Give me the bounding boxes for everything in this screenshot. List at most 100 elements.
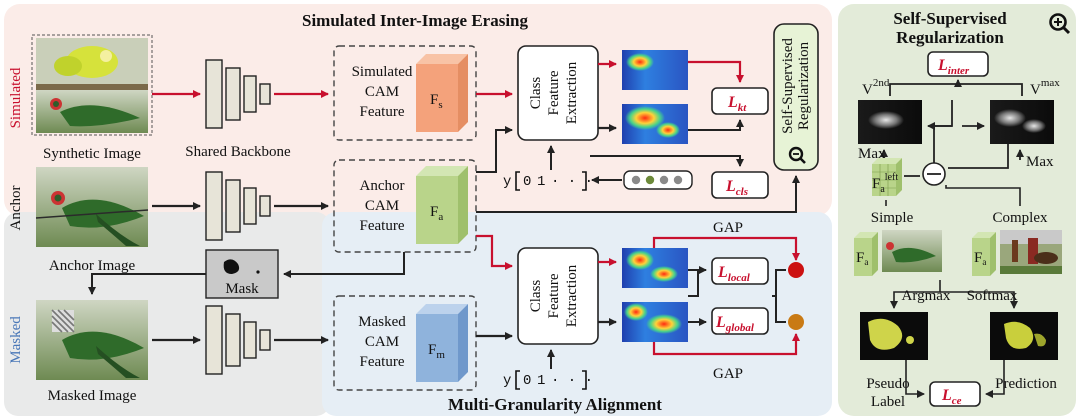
simulated-feature-line2: CAM: [365, 84, 399, 100]
label-seq-top: y 0 1 · · ·: [503, 171, 593, 191]
simulated-feature-cube: [416, 54, 468, 132]
pseudo-label-map: [860, 312, 928, 360]
cfe-top-line2: Feature: [546, 70, 562, 115]
fs-symbol: Fs: [430, 92, 443, 111]
gap-path-bottom: [652, 333, 800, 356]
vmax-label: Vmax: [1030, 77, 1060, 98]
arrow-anchorfeat-to-mask: [283, 252, 405, 278]
ssr-line1: Self-Supervised: [780, 38, 796, 134]
cfe-box-top: [517, 45, 599, 141]
arrow-mask-to-masked-image: [88, 273, 206, 295]
arrow-pred-to-ce: [985, 360, 1005, 398]
svg-text:1: 1: [537, 174, 545, 190]
arrow-pseudo-to-ce: [905, 360, 925, 398]
label-seq-bottom: y 0 1 · · ·: [503, 370, 593, 390]
ssr-line2: Regularization: [796, 41, 812, 130]
svg-text:0: 0: [523, 174, 531, 190]
simulated-feature-line1: Simulated: [352, 64, 413, 80]
cfe-box-bottom: [517, 247, 599, 345]
masked-feature-line1: Masked: [358, 314, 406, 330]
loss-cls: Lcls: [725, 178, 748, 198]
arrow-vmax-to-sub: [948, 144, 1009, 169]
ssr-zoom-icon: [788, 146, 806, 164]
loss-local: Llocal: [717, 264, 751, 284]
pseudo-label-line1: Pseudo: [866, 376, 909, 392]
argmax-label: Argmax: [902, 288, 951, 304]
heatmap-top-1: [622, 50, 688, 90]
mask-box: [205, 249, 279, 299]
top-title: Simulated Inter-Image Erasing: [302, 11, 529, 30]
loss-global: Lglobal: [715, 314, 755, 334]
arrow-anchorfeat-to-ssr: [476, 175, 800, 213]
v2nd-label: V2nd: [862, 77, 890, 98]
mask-label: Mask: [225, 281, 259, 297]
synthetic-image-label: Synthetic Image: [43, 146, 141, 162]
pseudo-label-line2: Label: [871, 394, 905, 410]
fa-cube-complex: [972, 232, 996, 276]
arrow-anchorfeat-to-cfe-bottom: [476, 234, 513, 270]
simulated-feature-line3: Feature: [360, 104, 405, 120]
arrow-heat2-to-kt: [688, 119, 744, 131]
arrow-argmax: [890, 280, 941, 309]
loss-global-box: [711, 307, 769, 335]
zoom-in-icon: [1049, 13, 1071, 35]
arrow-complex-up: [945, 185, 1021, 206]
fm-symbol: Fm: [428, 342, 445, 361]
svg-text:1: 1: [537, 373, 545, 389]
masked-feature-cube: [416, 304, 468, 382]
row-label-masked: Masked: [8, 316, 24, 364]
simple-image: [882, 230, 942, 272]
loss-kt-box: [711, 87, 769, 115]
cfe-bottom-line2: Feature: [546, 273, 562, 318]
complex-label: Complex: [993, 210, 1048, 226]
prediction-map: [990, 312, 1058, 360]
masked-image: [36, 300, 148, 380]
loss-cls-box: [711, 171, 769, 199]
arrow-anchorfeat-to-cfe-top: [476, 126, 513, 173]
arrow-heats-to-local: [688, 269, 699, 297]
shared-backbone-label: Shared Backbone: [185, 144, 291, 160]
max-right-label: Max: [1026, 154, 1054, 170]
svg-text:· · ·: · · ·: [551, 174, 593, 190]
masked-feature-line3: Feature: [360, 354, 405, 370]
max-left-label: Max: [858, 146, 886, 162]
loss-local-box: [711, 257, 769, 285]
prediction-label: Prediction: [995, 376, 1057, 392]
anchor-feature-line1: Anchor: [360, 178, 405, 194]
gap-dot-orange: [788, 314, 804, 330]
anchor-feature-line2: CAM: [365, 198, 399, 214]
classifier-vector: [623, 170, 693, 190]
right-title-line1: Self-Supervised: [893, 9, 1007, 28]
ssr-box: [773, 23, 819, 171]
svg-text:y: y: [503, 373, 511, 389]
cfe-bottom-line3: Extraction: [564, 264, 580, 327]
backbone-masked: [205, 305, 271, 375]
heatmap-bottom-2: [622, 302, 688, 342]
loss-inter: Linter: [937, 57, 970, 77]
simple-label: Simple: [871, 210, 914, 226]
loss-ce: Lce: [941, 387, 962, 407]
arrow-heat1-to-kt: [688, 60, 744, 83]
right-title-line2: Regularization: [896, 28, 1004, 47]
loss-ce-box: [929, 381, 981, 407]
masked-image-label: Masked Image: [48, 388, 137, 404]
svg-text:0: 0: [523, 373, 531, 389]
arrow-softmax: [940, 291, 1018, 309]
backbone-top: [205, 59, 271, 129]
loss-kt: Lkt: [727, 94, 747, 114]
gap-dot-red: [788, 262, 804, 278]
svg-text:y: y: [503, 174, 511, 190]
gap-label-bottom: GAP: [713, 366, 743, 382]
fa1-label: Fa: [856, 250, 868, 267]
masked-feature-line2: CAM: [365, 334, 399, 350]
cfe-bottom-line1: Class: [528, 280, 544, 313]
softmax-label: Softmax: [967, 288, 1018, 304]
anchor-image-label: Anchor Image: [49, 258, 136, 274]
cfe-top-line3: Extraction: [564, 61, 580, 124]
masked-feature-box: [333, 295, 477, 391]
gap-path-top: [652, 236, 800, 261]
row-label-simulated: Simulated: [8, 67, 24, 128]
heatmap-top-2: [622, 104, 688, 144]
vmax-map: [990, 100, 1054, 144]
